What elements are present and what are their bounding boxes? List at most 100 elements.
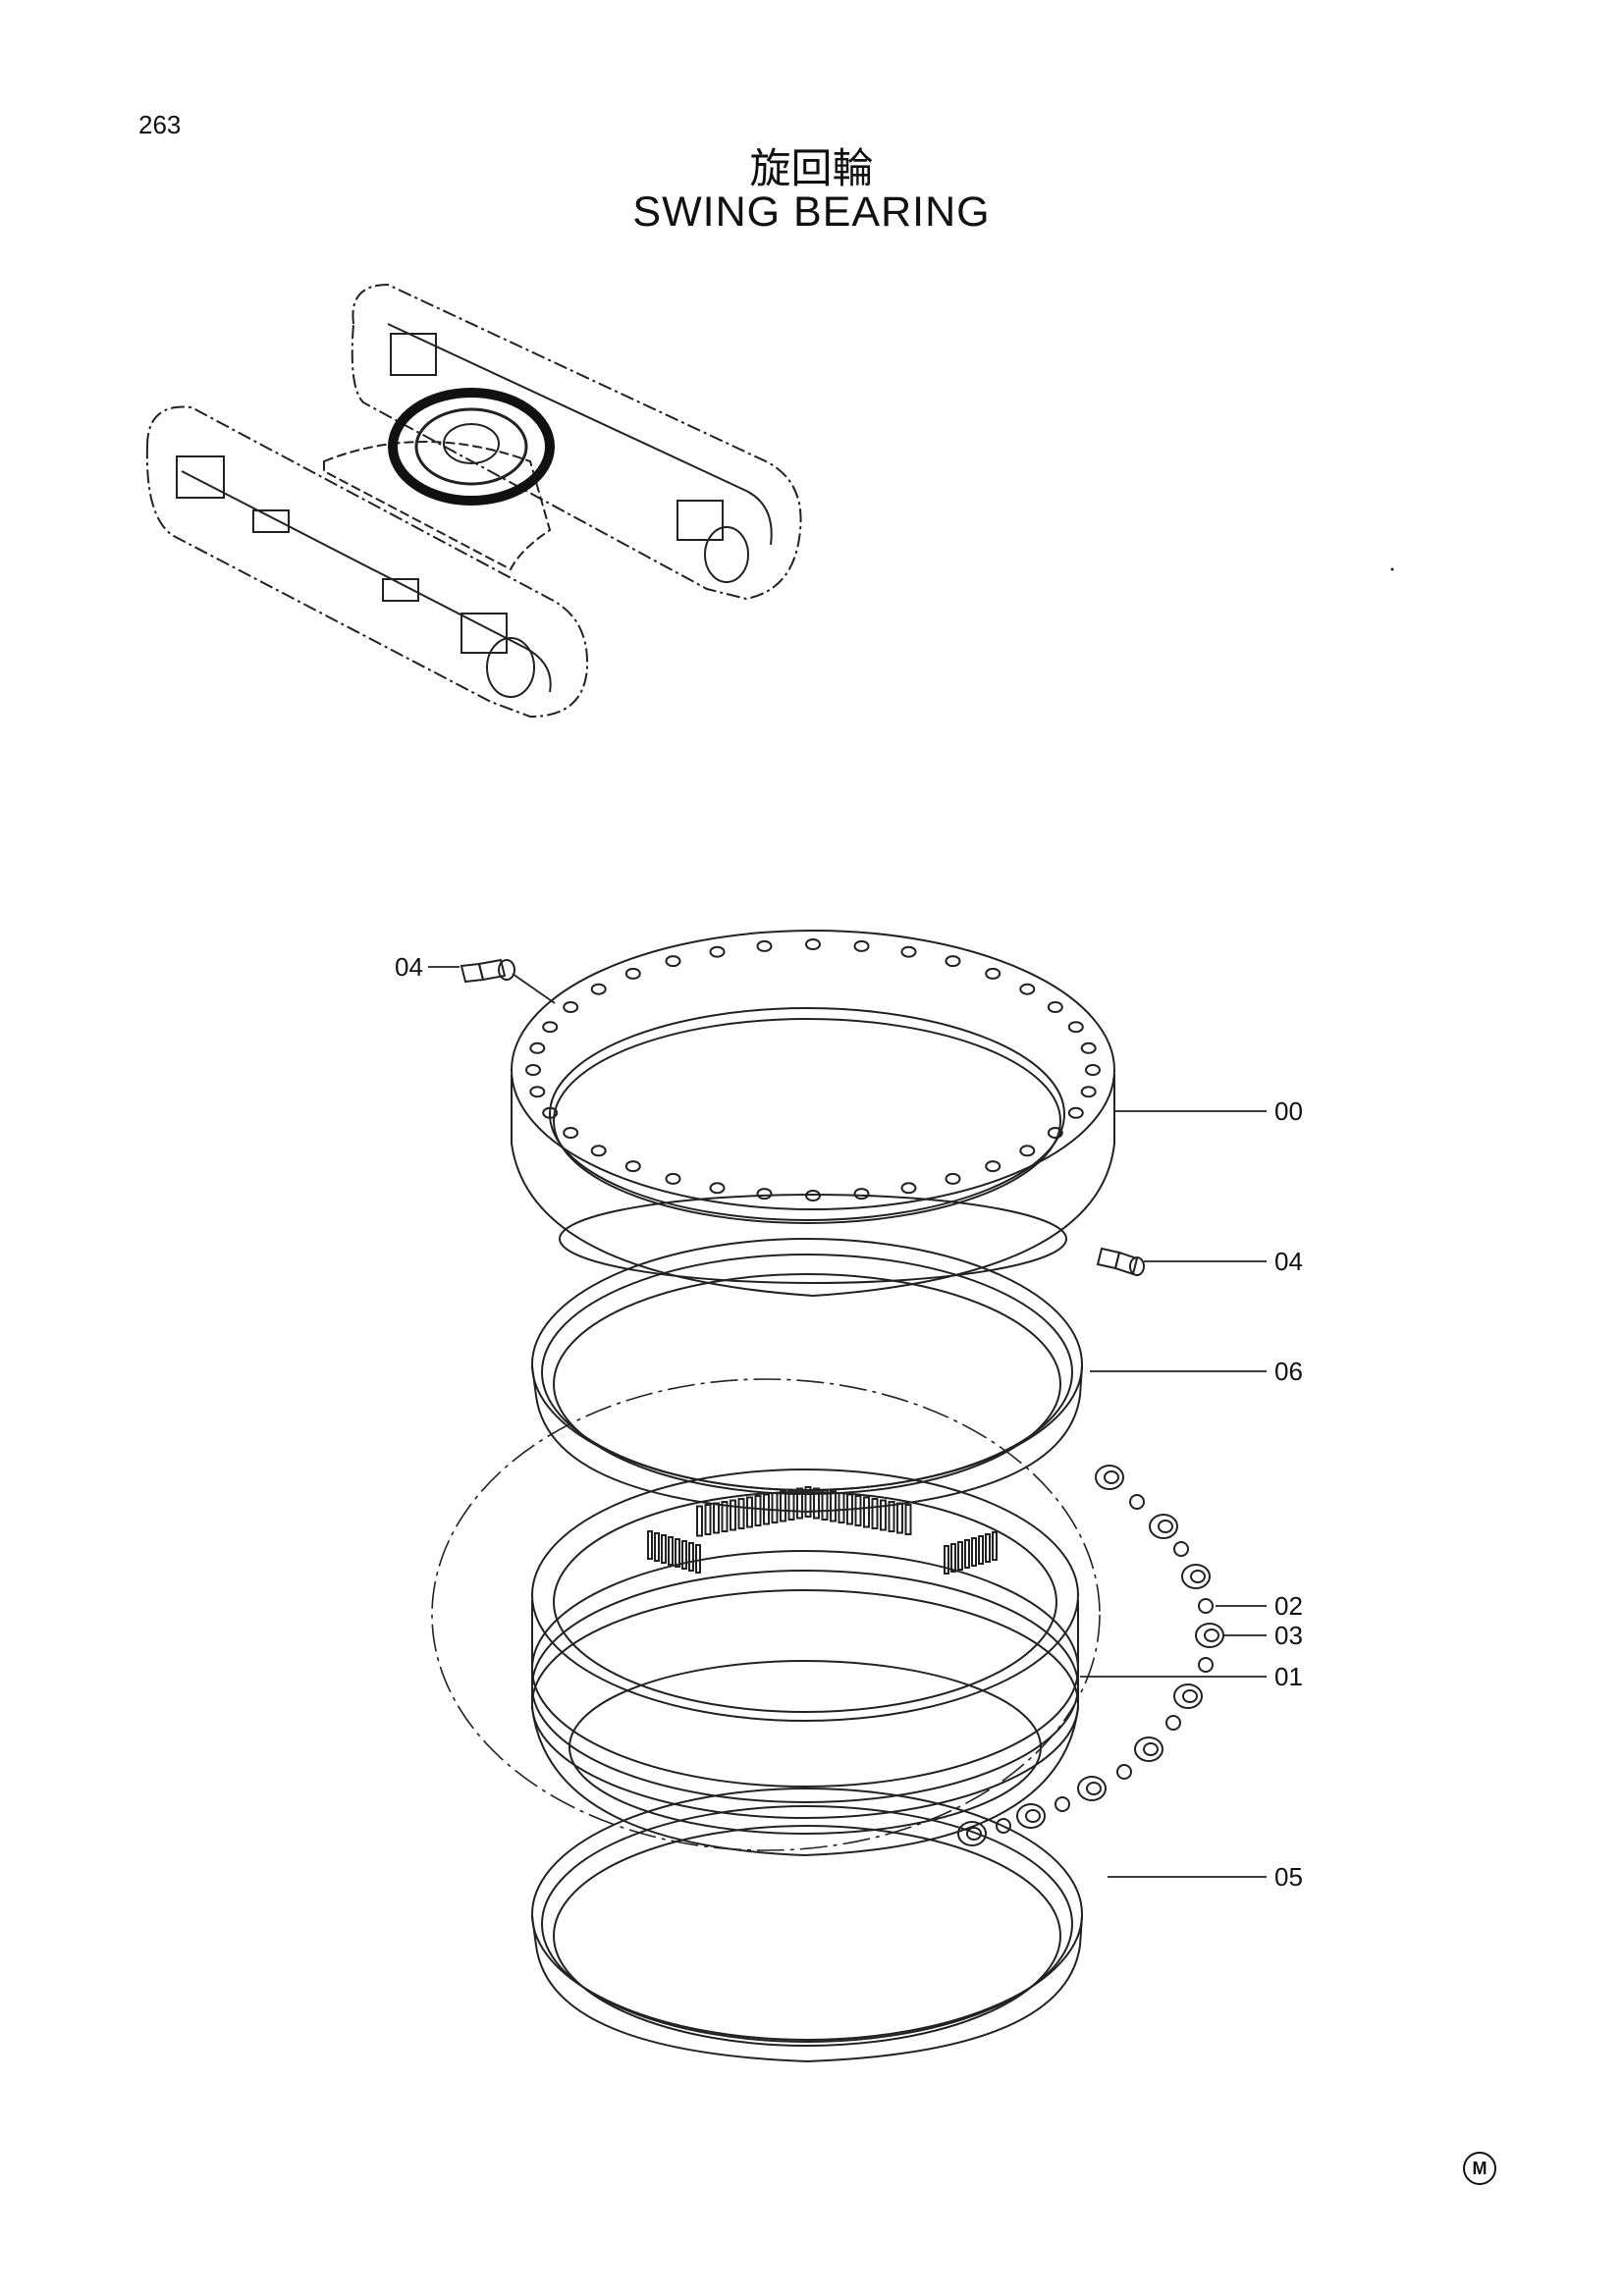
gear-tooth [721,1501,729,1532]
gear-tooth [675,1538,680,1568]
callout-03: 03 [1274,1621,1303,1650]
gear-tooth [654,1532,660,1562]
gear-tooth [971,1537,977,1567]
gear-tooth [681,1540,687,1570]
gear-tooth [813,1487,820,1520]
roller [957,1821,987,1846]
gear-tooth [888,1501,895,1532]
bolt-hole [542,1021,559,1034]
gear-tooth [796,1487,803,1520]
roller-bore [1143,1742,1159,1756]
bolt-hole [1019,1145,1036,1157]
bolt-hole [1080,1086,1097,1098]
bolt-hole [665,955,681,968]
leader-lines [428,966,1267,1878]
callout-05: 05 [1274,1862,1303,1892]
inner-gear-ring-01 [531,1468,1079,1857]
gear-tooth [957,1541,963,1571]
leader-04-top-ring [512,973,556,1004]
bolt-hole [805,938,821,950]
roller [1077,1776,1107,1801]
roller-bore [1025,1809,1041,1823]
roller [1016,1803,1046,1829]
callout-04-top: 04 [395,952,423,982]
seal-ring-inner [553,1273,1061,1495]
roller-bore [1086,1782,1102,1795]
roller-bore [1204,1629,1219,1642]
bolt-hole [709,945,726,958]
bolt-hole [529,1086,546,1098]
gear-tooth [737,1498,745,1529]
gear-tooth [730,1499,736,1531]
gear-tooth [647,1530,653,1560]
title-japanese: 旋回輪 [749,144,874,192]
gear-tooth [978,1535,984,1565]
outer-ring-inner-edge-2 [553,1018,1061,1224]
outer-ring-side [511,1075,1115,1298]
roller-bore [1190,1570,1206,1583]
gear-ring-groove-1 [531,1550,1079,1788]
bolt-hole [665,1172,681,1185]
gear-tooth [950,1543,956,1573]
gear-tooth [754,1495,762,1526]
rollers-and-spacers [957,1465,1224,1846]
frame-bearing-outer [388,388,555,506]
rear-idler [704,526,749,583]
gear-tooth [992,1531,998,1561]
lower-seal-mid [541,1805,1073,2043]
bolt-hole [1047,1127,1063,1139]
callout-labels: 04 00 04 06 02 03 01 05 [395,952,1303,1892]
seal-ring-side [531,1365,1083,1514]
callout-00: 00 [1274,1096,1303,1126]
gear-tooth [713,1502,720,1534]
roller-bore [1104,1470,1119,1484]
roller [1149,1514,1178,1539]
bolt-hole [542,1106,559,1119]
title-english: SWING BEARING [632,188,991,236]
gear-tooth [746,1496,753,1528]
bolt-hole [1067,1106,1084,1119]
bolt-hole [900,1182,917,1195]
bolt-hole [1085,1064,1101,1076]
roller [1181,1564,1211,1589]
exploded-view [431,930,1224,2063]
bolt-hole [1067,1021,1084,1034]
spacer-ball [996,1818,1011,1834]
gear-tooth [696,1505,703,1537]
gear-ring-top-inner [553,1491,1057,1713]
spacer-ball [1165,1715,1181,1731]
bolt-hole [1080,1041,1097,1054]
bolt-hole [985,967,1001,980]
front-track-block-3 [382,578,419,602]
bolt-hole [1047,1001,1063,1013]
rear-track-block-2 [676,500,724,541]
page-number: 263 [138,110,182,139]
gear-ring-top [531,1468,1079,1722]
gear-tooth [871,1498,879,1529]
raceway-phantom-circle [431,1378,1101,1851]
bolt-hole [945,1172,961,1185]
front-track-inner [181,470,552,693]
gear-tooth [854,1495,862,1526]
gear-tooth [944,1545,949,1575]
bolt-hole [1019,983,1036,995]
gear-ring-groove-2 [531,1570,1079,1803]
frame-bearing-center [443,423,500,464]
gear-tooth [763,1493,770,1525]
gear-tooth [704,1504,712,1535]
front-track-block-4 [460,613,508,654]
frame-bearing-inner [414,407,528,486]
bolt-hole [525,1064,541,1076]
spacer-ball [1116,1764,1132,1780]
roller-bore [1158,1520,1173,1533]
gear-tooth [985,1533,991,1563]
bolt-hole [853,939,870,952]
bolt-hole [590,1145,607,1157]
gear-tooth [804,1486,812,1518]
gear-tooth [780,1490,786,1522]
spacer-ball [1198,1598,1214,1614]
bolt-hole [945,955,961,968]
gear-tooth [904,1504,912,1535]
bolt-hole [853,1188,870,1201]
